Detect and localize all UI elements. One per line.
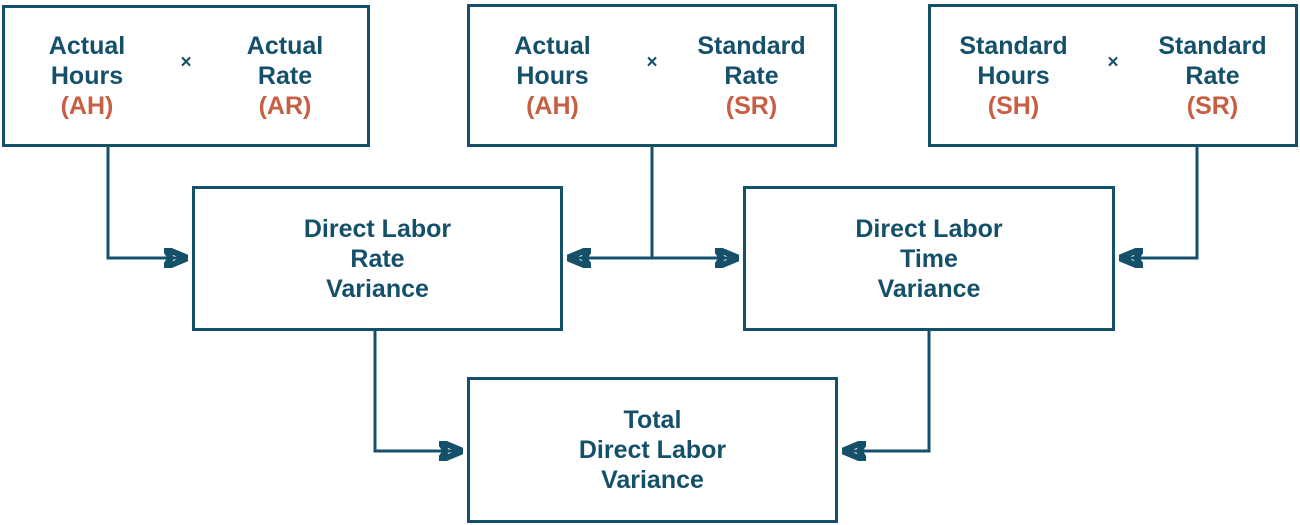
connector-shsr-to-time-variance (1119, 147, 1199, 258)
factor-abbreviation: (AH) (60, 92, 114, 120)
multiply-operator: × (646, 51, 658, 73)
box-standard-hours-x-standard-rate: Standard Hours (SH) × Standard Rate (SR) (928, 4, 1298, 147)
factor-abbreviation: (SH) (987, 91, 1040, 120)
factor-term: Actual Hours (48, 32, 126, 90)
formula-row: Standard Hours (SH) × Standard Rate (SR) (931, 31, 1295, 121)
variance-label: Direct Labor Time Variance (855, 214, 1003, 303)
formula-row: Actual Hours (AH) × Standard Rate (SR) (470, 31, 834, 121)
factor-term: Actual Hours (514, 31, 591, 90)
box-actual-hours-x-standard-rate: Actual Hours (AH) × Standard Rate (SR) (467, 4, 837, 147)
box-direct-labor-time-variance: Direct Labor Time Variance (743, 186, 1115, 331)
factor-actual-rate: Actual Rate (AR) (203, 31, 367, 121)
box-actual-hours-x-actual-rate: Actual Hours (AH) × Actual Rate (AR) (2, 5, 370, 147)
factor-term: Actual Rate (246, 32, 324, 90)
factor-actual-hours: Actual Hours (AH) (470, 31, 635, 121)
factor-abbreviation: (AH) (526, 91, 579, 120)
factor-standard-hours: Standard Hours (SH) (931, 31, 1096, 121)
factor-abbreviation: (SR) (1186, 91, 1239, 120)
variance-label: Direct Labor Rate Variance (303, 214, 452, 303)
factor-standard-rate: Standard Rate (SR) (1130, 31, 1295, 121)
multiply-operator: × (1107, 51, 1119, 73)
factor-term: Standard Rate (1158, 31, 1267, 90)
connector-rate-to-total-variance (373, 331, 463, 451)
factor-term: Standard Rate (697, 31, 806, 90)
multiply-operator: × (180, 52, 192, 73)
box-total-direct-labor-variance: Total Direct Labor Variance (467, 377, 838, 523)
factor-abbreviation: (AR) (258, 92, 312, 120)
connector-ahar-to-rate-variance (106, 147, 188, 258)
formula-row: Actual Hours (AH) × Actual Rate (AR) (5, 31, 367, 121)
factor-standard-rate: Standard Rate (SR) (669, 31, 834, 121)
factor-term: Standard Hours (959, 31, 1068, 90)
factor-abbreviation: (SR) (725, 91, 778, 120)
connector-time-to-total-variance (842, 331, 931, 451)
factor-actual-hours: Actual Hours (AH) (5, 31, 169, 121)
variance-label: Total Direct Labor Variance (578, 406, 727, 494)
box-direct-labor-rate-variance: Direct Labor Rate Variance (192, 186, 563, 331)
